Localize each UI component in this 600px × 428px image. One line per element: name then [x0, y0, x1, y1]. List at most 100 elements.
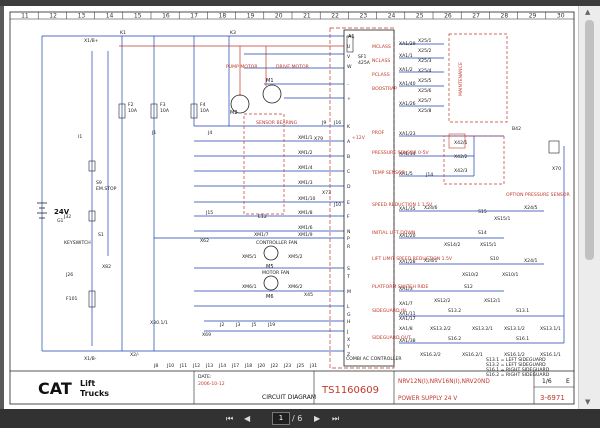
xa1-pin: XA1/11: [399, 311, 416, 317]
column-number: 18: [219, 13, 227, 20]
label-i1: I1: [78, 134, 82, 140]
controller-pin: E: [347, 200, 350, 206]
date-value: 2006-10-12: [198, 381, 225, 387]
label-j26: J26: [65, 272, 73, 278]
label-xs16-2-2: XS16.2/2: [420, 352, 441, 358]
xa1-pin: XA1/3: [399, 286, 413, 292]
label-xs14-2: XS14/2: [444, 242, 460, 248]
controller-function: NCLASS: [372, 58, 390, 64]
page-number-input[interactable]: 1: [272, 412, 290, 425]
label-drive-motor: DRIVE MOTOR: [276, 64, 310, 70]
label-x1-neg: X1/B-: [84, 356, 97, 362]
prev-page-button[interactable]: ◀: [244, 414, 251, 423]
xa1-pin: XA1/14: [399, 151, 416, 157]
label-motor-fan: MOTOR FAN: [262, 270, 289, 276]
bottom-jumper: J8: [153, 363, 158, 369]
bottom-jumper: J14: [218, 363, 226, 369]
label-s13-1: S13.1: [516, 308, 529, 314]
label-x45: X45: [304, 292, 313, 298]
next-page-button[interactable]: ▶: [314, 414, 321, 423]
label-xs10-2: XS10/2: [462, 272, 478, 278]
column-number: 11: [21, 13, 29, 20]
label-xs16-1-2: XS16.1/2: [504, 352, 525, 358]
scroll-up-icon[interactable]: ▲: [585, 8, 591, 16]
label-s13-2: S13.2: [448, 308, 461, 314]
pressure-sensor-b42: [448, 133, 466, 149]
column-number: 14: [106, 13, 114, 20]
column-number: 19: [247, 13, 255, 20]
label-s16-2: S16.2: [448, 336, 461, 342]
drawing-number: 3-6971: [540, 394, 565, 402]
drive-motor-m2: [230, 94, 250, 114]
label-f3: F3: [160, 102, 166, 108]
controller-pin: Y: [346, 344, 350, 350]
label-plus12v: +12V: [352, 135, 366, 141]
x25-pin: X25/5: [418, 78, 432, 84]
label-xm6-1: XM6/1: [242, 284, 257, 290]
controller-pin: F: [347, 214, 350, 220]
label-s15: S15: [478, 209, 487, 215]
controller-pin: X: [347, 337, 350, 343]
column-number: 28: [501, 13, 509, 20]
label-xm6-2: XM6/2: [288, 284, 303, 290]
label-x73: X73: [322, 190, 331, 196]
label-j10: J10: [333, 202, 341, 208]
label-xs12-2: XS12/2: [434, 298, 450, 304]
label-xs16-1-1: XS16.1/1: [540, 352, 561, 358]
vertical-scrollbar[interactable]: ▲ ▼: [578, 6, 600, 409]
label-f4-value: 10A: [200, 108, 210, 114]
column-number: 15: [134, 13, 142, 20]
battery-voltage: 24V: [54, 208, 70, 216]
label-b42: B42: [512, 126, 521, 132]
xa1-pin: XA1/1: [399, 53, 413, 59]
xa1-pin: XA1/38: [399, 338, 416, 344]
xa1-pin: XA1/17: [399, 316, 416, 322]
scroll-thumb[interactable]: [585, 20, 594, 260]
label-sf1: SF1: [358, 54, 367, 60]
label-xs13-1-1: XS13.1/1: [540, 326, 561, 332]
controller-function: MCLASS: [372, 44, 391, 50]
bottom-jumper: J31: [309, 363, 317, 369]
first-page-button[interactable]: ⏮: [226, 414, 234, 423]
label-keyswitch: KEYSWITCH: [64, 240, 91, 246]
scroll-down-icon[interactable]: ▼: [585, 398, 591, 406]
label-x2: X2/-: [130, 352, 140, 358]
controller-pin: J: [346, 329, 348, 335]
column-number: 22: [331, 13, 339, 20]
label-xm1-3: XM1/3: [298, 180, 313, 186]
controller-pin: T: [346, 274, 350, 280]
xa1-pin: XA1/8: [399, 326, 413, 332]
label-j19: J19: [267, 322, 275, 328]
last-page-button[interactable]: ⏭: [332, 414, 340, 423]
label-xs13-2-1: XS13.2/1: [472, 326, 493, 332]
x25-pin: X25/4: [418, 68, 432, 74]
label-x69: X69: [202, 332, 211, 338]
label-combi-ac: COMBI AC CONTROLLER: [346, 356, 402, 362]
column-number: 26: [444, 13, 452, 20]
label-xm1-6: XM1/6: [298, 225, 313, 231]
column-number: 25: [416, 13, 424, 20]
label-m6: M6: [266, 294, 274, 300]
controller-pin: B: [347, 154, 350, 160]
xa1-pin: XA1/26: [399, 101, 416, 107]
controller-function: SIDEGUARD IN: [372, 308, 406, 314]
label-s1: S1: [98, 232, 104, 238]
label-j5: J5: [251, 322, 256, 328]
label-pump-motor: PUMP MOTOR: [226, 64, 258, 70]
label-f3-value: 10A: [160, 108, 170, 114]
legend-s16-1: S16.1 = RIGHT SIDEGUARD: [486, 367, 550, 373]
label-xs12-1: XS12/1: [484, 298, 500, 304]
column-number: 16: [162, 13, 170, 20]
x25-pin: X25/3: [418, 58, 432, 64]
label-j14: J14: [425, 172, 433, 178]
bottom-jumper: J13: [205, 363, 213, 369]
page-total: / 6: [292, 414, 303, 423]
label-j15: J15: [205, 210, 213, 216]
controller-function: PROF: [372, 130, 385, 136]
label-sensor-bearing: SENSOR BEARING: [256, 120, 298, 126]
label-m1: M1: [266, 78, 274, 84]
title-block: CAT Lift Trucks DATE: 2006-10-12 CIRCUIT…: [10, 370, 574, 404]
